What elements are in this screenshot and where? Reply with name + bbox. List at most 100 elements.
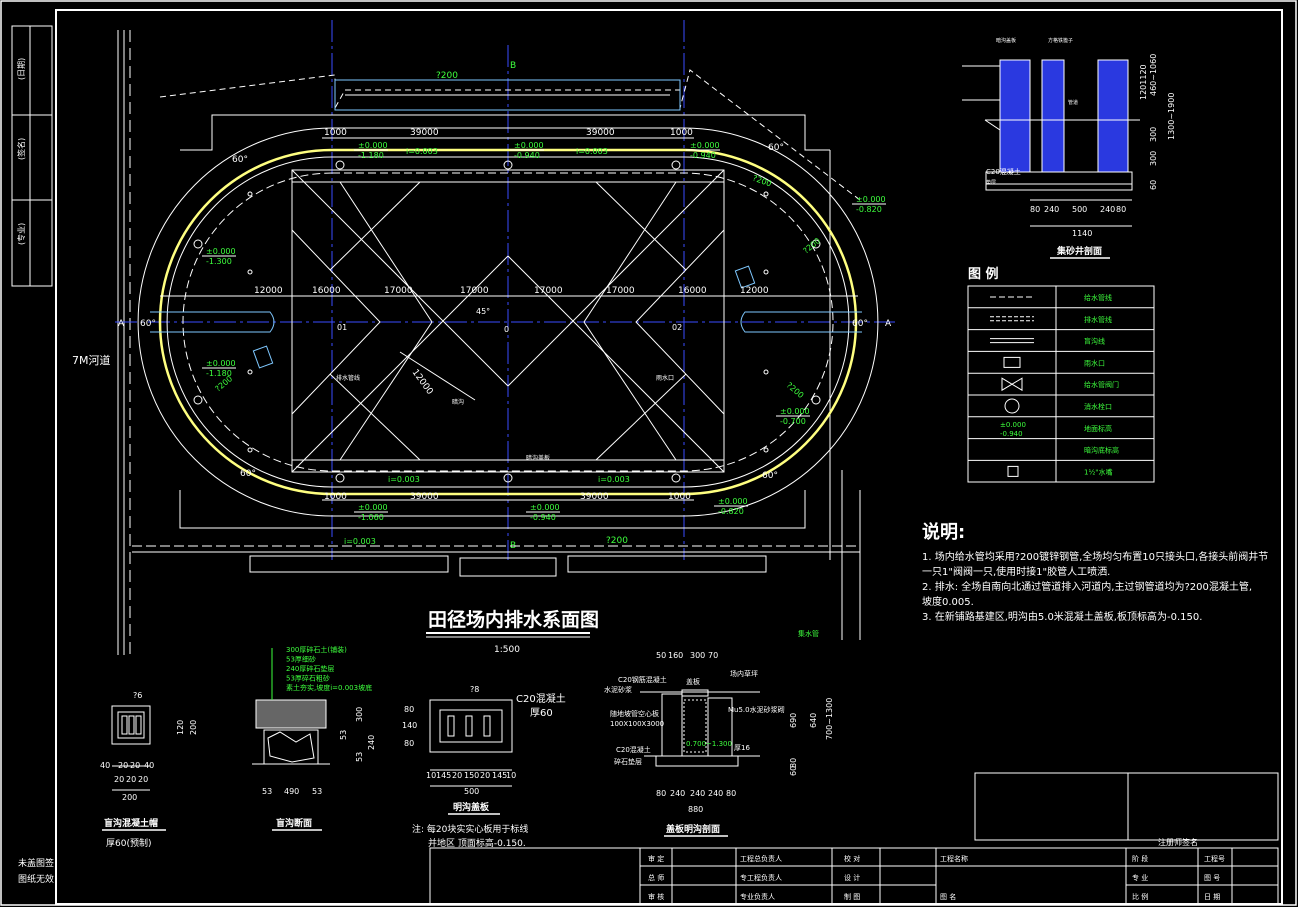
bc-dim-9: 20 bbox=[138, 775, 148, 784]
ds-label-7: C20混凝土 bbox=[616, 745, 651, 754]
legend-sym-elev-a: ±0.000 bbox=[1000, 421, 1026, 429]
angle-4: 60° bbox=[852, 319, 868, 329]
bc-dim-2: 120 bbox=[176, 720, 185, 735]
sw-dim-v-4: 60 bbox=[1149, 180, 1158, 190]
sw-dim-h-4: 80 bbox=[1116, 205, 1126, 214]
note-line-1: 1. 场内给水管均采用?200镀锌钢管,全场均匀布置10只接头口,各接头前阀井节 bbox=[922, 552, 1269, 563]
detail-ditch-cover: ?8 C20混凝土 厚60 80 140 80 10 145 20 150 20… bbox=[402, 685, 566, 849]
tb-cell-0-2: 校 对 bbox=[844, 854, 860, 863]
elev-bot-3: -1.300 bbox=[206, 257, 232, 266]
dim-bottom-2: 39000 bbox=[580, 492, 609, 502]
dim-mid-7: 12000 bbox=[740, 286, 769, 296]
slope-2: i=0.003 bbox=[576, 147, 608, 156]
ds-dim-top-0: 50 bbox=[656, 651, 666, 660]
bs-layer-2: 240厚碎石垫层 bbox=[286, 664, 334, 673]
angle-45: 45° bbox=[476, 307, 490, 316]
bs-dim-4: 53 bbox=[339, 730, 348, 740]
elev-top-2: ±0.000 bbox=[690, 141, 720, 150]
ds-dim-v-2: 700~1300 bbox=[825, 698, 834, 740]
bs-dim-0: 53 bbox=[262, 787, 272, 796]
left-stamp: (专业) (签名) (日期) bbox=[11, 25, 53, 287]
stamp-date: (日期) bbox=[17, 58, 26, 80]
bs-layer-4: 素土夯实,坡度i=0.003坡底 bbox=[286, 683, 372, 692]
field-drains bbox=[291, 169, 725, 473]
bs-layer-3: 53厚碎石粗砂 bbox=[286, 674, 330, 683]
notes-heading: 说明: bbox=[922, 522, 966, 543]
axis-label-a-right: A bbox=[885, 319, 892, 329]
legend-label-0: 给水管线 bbox=[1084, 293, 1112, 302]
sw-dim-v-3: 300 bbox=[1149, 151, 1158, 166]
bc-dim-5: 20 bbox=[130, 761, 140, 770]
axis-label-a-left: A bbox=[118, 319, 125, 329]
sw-dim-h-3: 240 bbox=[1100, 205, 1115, 214]
dc-dim-6: 150 bbox=[464, 771, 479, 780]
ds-label-6: 100X100X3000 bbox=[610, 720, 664, 728]
elev-bot-4: -0.820 bbox=[856, 205, 882, 214]
axis-label-0: 0 bbox=[504, 325, 509, 334]
main-title: 田径场内排水系面图 bbox=[428, 608, 599, 631]
legend-label-7: 暗沟底标高 bbox=[1084, 446, 1119, 455]
angle-1: 60° bbox=[232, 155, 248, 165]
ds-dim-bot-3: 240 bbox=[708, 789, 723, 798]
dim-bottom-1: 39000 bbox=[410, 492, 439, 502]
tb-cell-0-6: 工程号 bbox=[1204, 854, 1225, 863]
elev-bot-1: -0.940 bbox=[514, 151, 540, 160]
dc-dim-2: 80 bbox=[404, 739, 414, 748]
legend-sym-inlet bbox=[1003, 356, 1021, 368]
dc-dim-4: 145 bbox=[436, 771, 451, 780]
ds-dim-top-2: 300 bbox=[690, 651, 705, 660]
ds-label-9: 厚16 bbox=[734, 744, 750, 752]
track bbox=[137, 127, 879, 517]
sand-well-section: 暗沟盖板 方格铁篦子 管道 C20混凝土 垫层 集砂井剖面 bbox=[962, 37, 1140, 259]
tb-cell-1-1: 专工程负责人 bbox=[740, 873, 782, 882]
title-block bbox=[429, 772, 1279, 905]
dc-note-0: 注: 每20块实实心板用于标线 bbox=[412, 823, 528, 835]
bottom-pipe-label: ?200 bbox=[606, 536, 628, 546]
ds-label-4: Mu5.0水泥砂浆砌 bbox=[728, 705, 785, 714]
angle-5: 60° bbox=[240, 469, 256, 479]
tb-cell-0-3: 工程名称 bbox=[940, 854, 968, 863]
blind-cap-title: 盲沟混凝土帽 bbox=[104, 817, 158, 829]
sw-label-cushion: 垫层 bbox=[986, 179, 996, 186]
elev-bot-9: -0.820 bbox=[718, 507, 744, 516]
legend-sym-elev-b: -0.940 bbox=[1000, 430, 1023, 438]
legend-sym-valve bbox=[1001, 377, 1023, 392]
sw-dim-v-2: 300 bbox=[1149, 127, 1158, 142]
ds-dim-bot-2: 240 bbox=[690, 789, 705, 798]
axis-label-01: 01 bbox=[337, 323, 347, 332]
legend-rows: 给水管线排水管线盲沟线雨水口给水管阀门消水栓口地面标高±0.000-0.940暗… bbox=[968, 293, 1154, 477]
note-line-3: 2. 排水: 全场自南向北通过管道排入河道内,主过钢管道均为?200混凝土管, bbox=[922, 582, 1253, 593]
legend-sym-hydrant bbox=[1004, 398, 1020, 414]
sw-dim-h-5: 1140 bbox=[1072, 229, 1092, 238]
bs-dim-3: 300 bbox=[355, 707, 364, 722]
legend-label-1: 排水管线 bbox=[1084, 315, 1112, 324]
elev-top-3: ±0.000 bbox=[206, 247, 236, 256]
ds-dim-v-4: 60 bbox=[789, 766, 798, 776]
dim-mid-5: 17000 bbox=[606, 286, 635, 296]
ds-label-5: 随地坡管空心板 bbox=[610, 709, 659, 718]
bc-dim-10: 200 bbox=[122, 793, 137, 802]
legend-label-5: 消水栓口 bbox=[1084, 402, 1112, 411]
elev-top-7: ±0.000 bbox=[358, 503, 388, 512]
elev-top-5: ±0.000 bbox=[206, 359, 236, 368]
legend-label-4: 给水管阀门 bbox=[1084, 380, 1119, 389]
angle-3: 60° bbox=[140, 319, 156, 329]
ds-dim-v-0: 690 bbox=[789, 713, 798, 728]
legend-title: 图 例 bbox=[968, 266, 999, 282]
elev-bot-8: -0.940 bbox=[530, 513, 556, 522]
dc-label-2: 厚60 bbox=[530, 707, 553, 719]
dc-dim-3: 10 bbox=[426, 771, 436, 780]
elev-top-8: ±0.000 bbox=[530, 503, 560, 512]
dim-mid-2: 17000 bbox=[384, 286, 413, 296]
main-scale: 1:500 bbox=[494, 645, 520, 655]
detail-blind-section: 300厚碎石土(铺装)53厚细砂240厚碎石垫层53厚碎石粗砂素土夯实,坡度i=… bbox=[252, 645, 376, 831]
axis-label-b-top: B bbox=[510, 61, 516, 71]
pipe-label-3: ?200 bbox=[785, 381, 806, 400]
collector-pipe-label: 集水管 bbox=[798, 629, 819, 638]
dc-dim-8: 145 bbox=[492, 771, 507, 780]
bs-dim-5: 53 bbox=[355, 752, 364, 762]
dim-top-2: 39000 bbox=[586, 128, 615, 138]
ds-dim-bot-1: 240 bbox=[670, 789, 685, 798]
